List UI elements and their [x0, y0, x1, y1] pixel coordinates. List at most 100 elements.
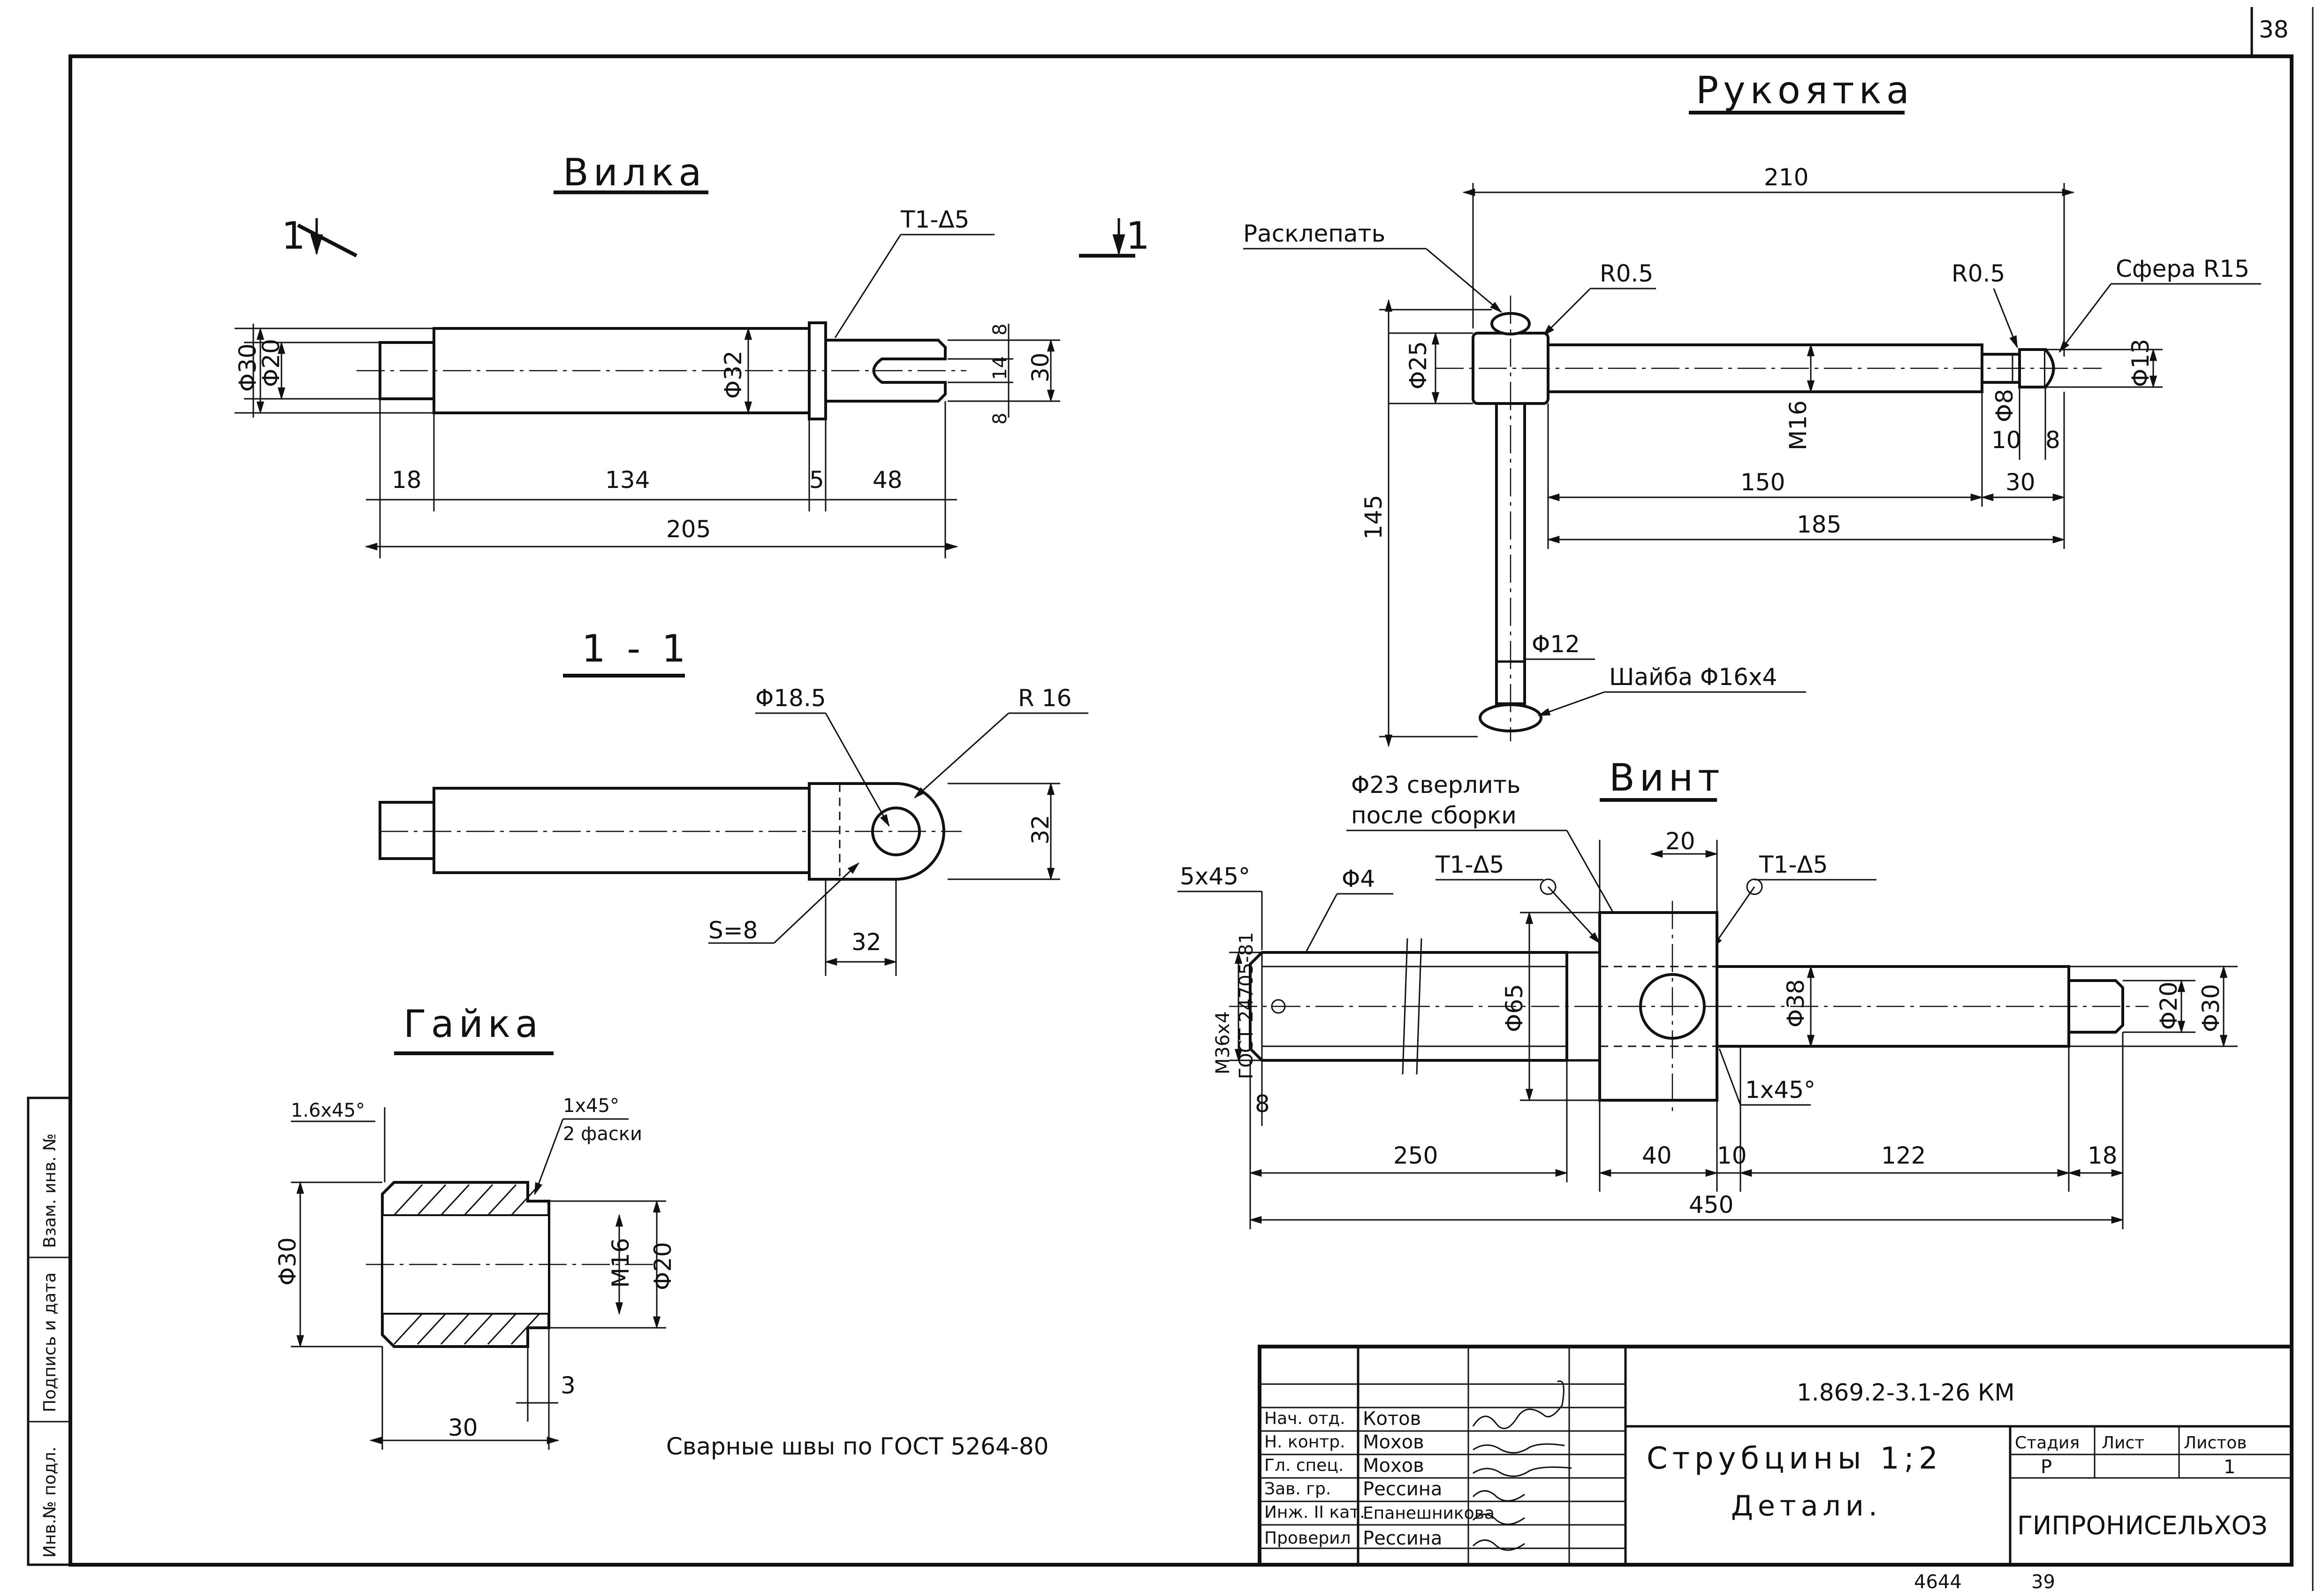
- vint-l122: 122: [1881, 1142, 1926, 1169]
- rukoyatka-r05-left: R0.5: [1600, 260, 1653, 287]
- rukoyatka-d8: Φ8: [1991, 389, 2018, 422]
- staff-name-3: Рессина: [1363, 1478, 1442, 1500]
- sheet-number: 38: [2259, 16, 2289, 43]
- vint-chamfer-5: 5x45°: [1180, 863, 1250, 890]
- stamp-replace: Взам. инв. №: [40, 1134, 60, 1248]
- rukoyatka-d13: Φ13: [2127, 339, 2154, 387]
- gayka-chamfer-left: 1.6x45°: [291, 1100, 365, 1121]
- welds-note: Сварные швы по ГОСТ 5264-80: [666, 1433, 1048, 1460]
- stamp-inv: Инв.№ подл.: [40, 1446, 60, 1558]
- signatures: [1472, 1380, 1572, 1551]
- vint-d30: Φ30: [2197, 984, 2225, 1032]
- staff-role-4: Инж. II кат.: [1264, 1503, 1365, 1522]
- gayka-thread: M16: [607, 1238, 634, 1288]
- rukoyatka-washer: Шайба Φ16x4: [1609, 663, 1777, 691]
- section-mark-right: 1: [1126, 214, 1154, 258]
- doc-name-line2: Детали.: [1731, 1490, 1882, 1522]
- staff-role-5: Проверил: [1264, 1529, 1351, 1548]
- vilka-weld: Т1-Δ5: [900, 206, 969, 233]
- gayka-hatch: [393, 1184, 540, 1345]
- rukoyatka-l145: 145: [1360, 495, 1387, 540]
- gayka-l30: 30: [448, 1414, 478, 1441]
- section11-w32: 32: [851, 929, 881, 956]
- section11-thickness: S=8: [708, 917, 758, 944]
- gayka-chamfer-note: 2 фаски: [563, 1123, 642, 1145]
- staff-role-1: Н. контр.: [1264, 1432, 1345, 1452]
- left-stamp: Инв.№ подл. Подпись и дата Взам. инв. №: [27, 1096, 72, 1566]
- vint-gost: ГОСТ 24705-81: [1236, 932, 1257, 1079]
- staff-name-5: Рессина: [1363, 1528, 1442, 1549]
- vint-l8: 8: [1255, 1090, 1270, 1118]
- rukoyatka-sphere: Сфера R15: [2116, 255, 2249, 282]
- rukoyatka-l8: 8: [2045, 426, 2060, 454]
- section-1-1-view: 1 - 1 Φ18.5 R 16 32 32 S=8: [379, 627, 1088, 976]
- vint-l20: 20: [1665, 828, 1695, 855]
- org-name: ГИПРОНИСЕЛЬХОЗ: [2017, 1511, 2268, 1540]
- section11-radius: R 16: [1018, 685, 1071, 712]
- gayka-title: Гайка: [403, 1002, 543, 1046]
- vilka-d32: Φ32: [720, 350, 747, 399]
- staff-name-0: Котов: [1363, 1408, 1421, 1430]
- rukoyatka-rivet-note: Расклепать: [1243, 220, 1385, 247]
- staff-role-3: Зав. гр.: [1264, 1479, 1331, 1499]
- vilka-d30: Φ30: [234, 343, 261, 392]
- section-mark-left: 1: [281, 214, 310, 258]
- vint-weld-left: Т1-Δ5: [1435, 851, 1504, 878]
- vilka-h8a: 8: [989, 324, 1011, 335]
- vint-l450: 450: [1689, 1191, 1733, 1218]
- section11-hole: Φ18.5: [755, 685, 826, 712]
- vilka-l134: 134: [605, 466, 650, 494]
- vint-view: Винт Φ23 сверлить после сборки Т1-Δ5 Т1-…: [1177, 756, 2238, 1229]
- doc-code: 1.869.2-3.1-26 КМ: [1797, 1379, 2015, 1406]
- vint-d38: Φ38: [1782, 979, 1809, 1028]
- rukoyatka-thread: M16: [1785, 400, 1812, 450]
- stage-value: Р: [2041, 1456, 2052, 1478]
- gayka-d20: Φ20: [649, 1242, 676, 1290]
- sheets-label: Листов: [2184, 1433, 2247, 1453]
- sheet-label: Лист: [2102, 1433, 2144, 1453]
- vint-l18: 18: [2088, 1142, 2118, 1169]
- section11-title: 1 - 1: [582, 627, 691, 670]
- staff-name-2: Мохов: [1363, 1455, 1424, 1477]
- stage-label: Стадия: [2015, 1433, 2080, 1453]
- vint-thread: M36x4: [1212, 1011, 1234, 1074]
- stamp-sign: Подпись и дата: [40, 1272, 60, 1412]
- vilka-view: Вилка 1 1 Т1-Δ5 Φ30 Φ20 Φ32: [234, 151, 1154, 558]
- vint-l250: 250: [1393, 1142, 1438, 1169]
- staff-role-0: Нач. отд.: [1264, 1409, 1345, 1428]
- vilka-d20: Φ20: [258, 339, 285, 387]
- gayka-d30: Φ30: [274, 1237, 301, 1286]
- rukoyatka-l30: 30: [2005, 469, 2035, 496]
- vint-weld-right: Т1-Δ5: [1759, 851, 1828, 878]
- vint-l40: 40: [1642, 1142, 1672, 1169]
- gayka-l3: 3: [561, 1372, 576, 1399]
- bottom-number-2: 39: [2031, 1571, 2055, 1591]
- gayka-chamfer-right: 1x45°: [563, 1095, 619, 1117]
- vint-d20: Φ20: [2155, 982, 2182, 1030]
- rukoyatka-l150: 150: [1740, 469, 1785, 496]
- drawing-frame: 38: [68, 7, 2314, 1591]
- vint-d65: Φ65: [1501, 984, 1528, 1032]
- vint-drill-note-1: Φ23 сверлить: [1351, 771, 1520, 799]
- vilka-h30: 30: [1027, 352, 1054, 382]
- vilka-l18: 18: [392, 466, 422, 494]
- vint-d4: Φ4: [1342, 865, 1375, 892]
- section11-h32: 32: [1027, 815, 1054, 845]
- staff-role-2: Гл. спец.: [1264, 1456, 1344, 1475]
- rukoyatka-title: Рукоятка: [1696, 69, 1914, 112]
- vilka-l48: 48: [873, 466, 903, 494]
- vint-title: Винт: [1609, 756, 1724, 799]
- rukoyatka-l210: 210: [1764, 164, 1808, 191]
- bottom-number-1: 4644: [1914, 1571, 1962, 1591]
- vilka-h8b: 8: [989, 413, 1011, 425]
- rukoyatka-view: Рукоятка Расклепать R0.5 R0.5 Сфера R15 …: [1243, 69, 2261, 747]
- vint-l10: 10: [1717, 1142, 1747, 1169]
- vilka-l5: 5: [809, 466, 824, 494]
- rukoyatka-l10: 10: [1991, 426, 2021, 454]
- vint-chamfer-1: 1x45°: [1745, 1076, 1815, 1104]
- vint-drill-note-2: после сборки: [1351, 802, 1517, 829]
- rukoyatka-d25: Φ25: [1405, 341, 1432, 389]
- vilka-h14: 14: [989, 356, 1011, 380]
- gayka-view: Гайка 1.6x45° 1x45° 2 фаски Φ30: [274, 1002, 676, 1450]
